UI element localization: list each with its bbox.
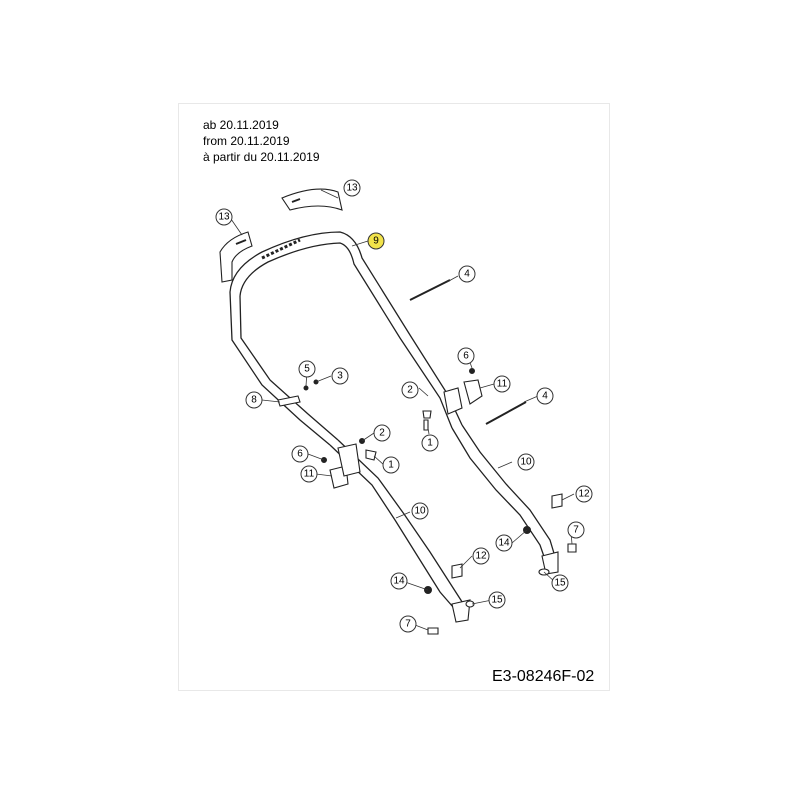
callout-circle — [495, 534, 513, 552]
callout-label: 15 — [491, 595, 503, 606]
callout-9-c9[interactable]: 9 — [367, 232, 385, 250]
callout-2-c2a[interactable]: 2 — [401, 381, 419, 399]
callout-label: 11 — [304, 469, 315, 480]
callout-circle — [343, 179, 361, 197]
callout-label: 6 — [297, 449, 303, 460]
callout-label: 5 — [304, 364, 310, 375]
callout-7-c7b[interactable]: 7 — [399, 615, 417, 633]
callout-circle — [567, 521, 585, 539]
callout-circle — [300, 465, 318, 483]
lower-handlebar-right[interactable] — [451, 424, 559, 575]
callout-label: 6 — [463, 351, 469, 362]
callout-circle — [472, 547, 490, 565]
upper-handlebar-part[interactable] — [229, 231, 463, 446]
callout-circle — [457, 347, 475, 365]
lower-handlebar-left[interactable] — [329, 439, 471, 623]
callout-3-c3[interactable]: 3 — [331, 367, 349, 385]
callout-label: 10 — [520, 457, 532, 468]
validity-note-fr: à partir du 20.11.2019 — [203, 150, 320, 164]
callout-11-c11b[interactable]: 11 — [300, 465, 318, 483]
callout-circle — [411, 502, 429, 520]
callout-label: 2 — [379, 428, 385, 439]
callout-10-c10a[interactable]: 10 — [517, 453, 535, 471]
callout-14-c14b[interactable]: 14 — [390, 572, 408, 590]
hardware-screws — [277, 368, 577, 635]
callout-1-c1a[interactable]: 1 — [421, 434, 439, 452]
callout-circle — [536, 387, 554, 405]
callout-circle — [382, 456, 400, 474]
callout-12-c12b[interactable]: 12 — [472, 547, 490, 565]
callout-2-c2b[interactable]: 2 — [373, 424, 391, 442]
callout-label: 4 — [464, 269, 470, 280]
callout-label: 13 — [218, 212, 230, 223]
callout-12-c12a[interactable]: 12 — [575, 485, 593, 503]
callout-circle — [331, 367, 349, 385]
validity-note-de: ab 20.11.2019 — [203, 118, 279, 132]
leader-lines — [230, 189, 575, 631]
callout-label: 10 — [414, 506, 426, 517]
callout-5-c5[interactable]: 5 — [298, 360, 316, 378]
callout-label: 1 — [427, 438, 433, 449]
callout-15-c15b[interactable]: 15 — [488, 591, 506, 609]
callout-4-c4b[interactable]: 4 — [536, 387, 554, 405]
clamp-lever-left[interactable] — [329, 443, 361, 489]
clamp-lever-right[interactable] — [443, 379, 483, 415]
callout-8-c8[interactable]: 8 — [245, 391, 263, 409]
callout-circle — [458, 265, 476, 283]
callout-14-c14a[interactable]: 14 — [495, 534, 513, 552]
callout-label: 8 — [251, 395, 257, 406]
callout-label: 14 — [393, 576, 405, 587]
callout-6-c6a[interactable]: 6 — [457, 347, 475, 365]
callout-circle — [493, 375, 511, 393]
callout-label: 1 — [388, 460, 394, 471]
callout-label: 12 — [475, 551, 487, 562]
callout-label: 3 — [337, 371, 343, 382]
callout-15-c15a[interactable]: 15 — [551, 574, 569, 592]
callout-11-c11a[interactable]: 11 — [493, 375, 511, 393]
callout-7-c7a[interactable]: 7 — [567, 521, 585, 539]
callout-label: 2 — [407, 385, 413, 396]
callout-circle — [421, 434, 439, 452]
cable-part-lower[interactable] — [485, 401, 527, 425]
callout-1-c1b[interactable]: 1 — [382, 456, 400, 474]
callout-label: 7 — [405, 619, 411, 630]
callout-4-c4a[interactable]: 4 — [458, 265, 476, 283]
grip-part-right[interactable] — [281, 188, 343, 211]
callout-10-c10b[interactable]: 10 — [411, 502, 429, 520]
callout-circle — [488, 591, 506, 609]
callout-circle — [575, 485, 593, 503]
callout-circle — [215, 208, 233, 226]
callout-circle — [390, 572, 408, 590]
callout-label: 12 — [578, 489, 590, 500]
callout-label: 14 — [498, 538, 510, 549]
drawing-code: E3-08246F-02 — [492, 668, 595, 685]
callout-label: 13 — [346, 183, 358, 194]
callout-circle — [367, 232, 385, 250]
callout-circle — [401, 381, 419, 399]
callout-6-c6b[interactable]: 6 — [291, 445, 309, 463]
callout-circle — [298, 360, 316, 378]
grip-part-left[interactable] — [219, 231, 253, 283]
callout-label: 7 — [573, 525, 579, 536]
callout-13-c13b[interactable]: 13 — [215, 208, 233, 226]
callout-circle — [373, 424, 391, 442]
callout-label: 15 — [554, 578, 566, 589]
callout-circle — [245, 391, 263, 409]
validity-note-en: from 20.11.2019 — [203, 134, 290, 148]
callout-circle — [517, 453, 535, 471]
callout-circle — [399, 615, 417, 633]
callout-circle — [551, 574, 569, 592]
callout-13-c13a[interactable]: 13 — [343, 179, 361, 197]
cable-part-upper[interactable] — [409, 279, 451, 301]
callout-circle — [291, 445, 309, 463]
callout-label: 11 — [497, 379, 508, 390]
callout-label: 9 — [373, 236, 379, 247]
callout-label: 4 — [542, 391, 548, 402]
